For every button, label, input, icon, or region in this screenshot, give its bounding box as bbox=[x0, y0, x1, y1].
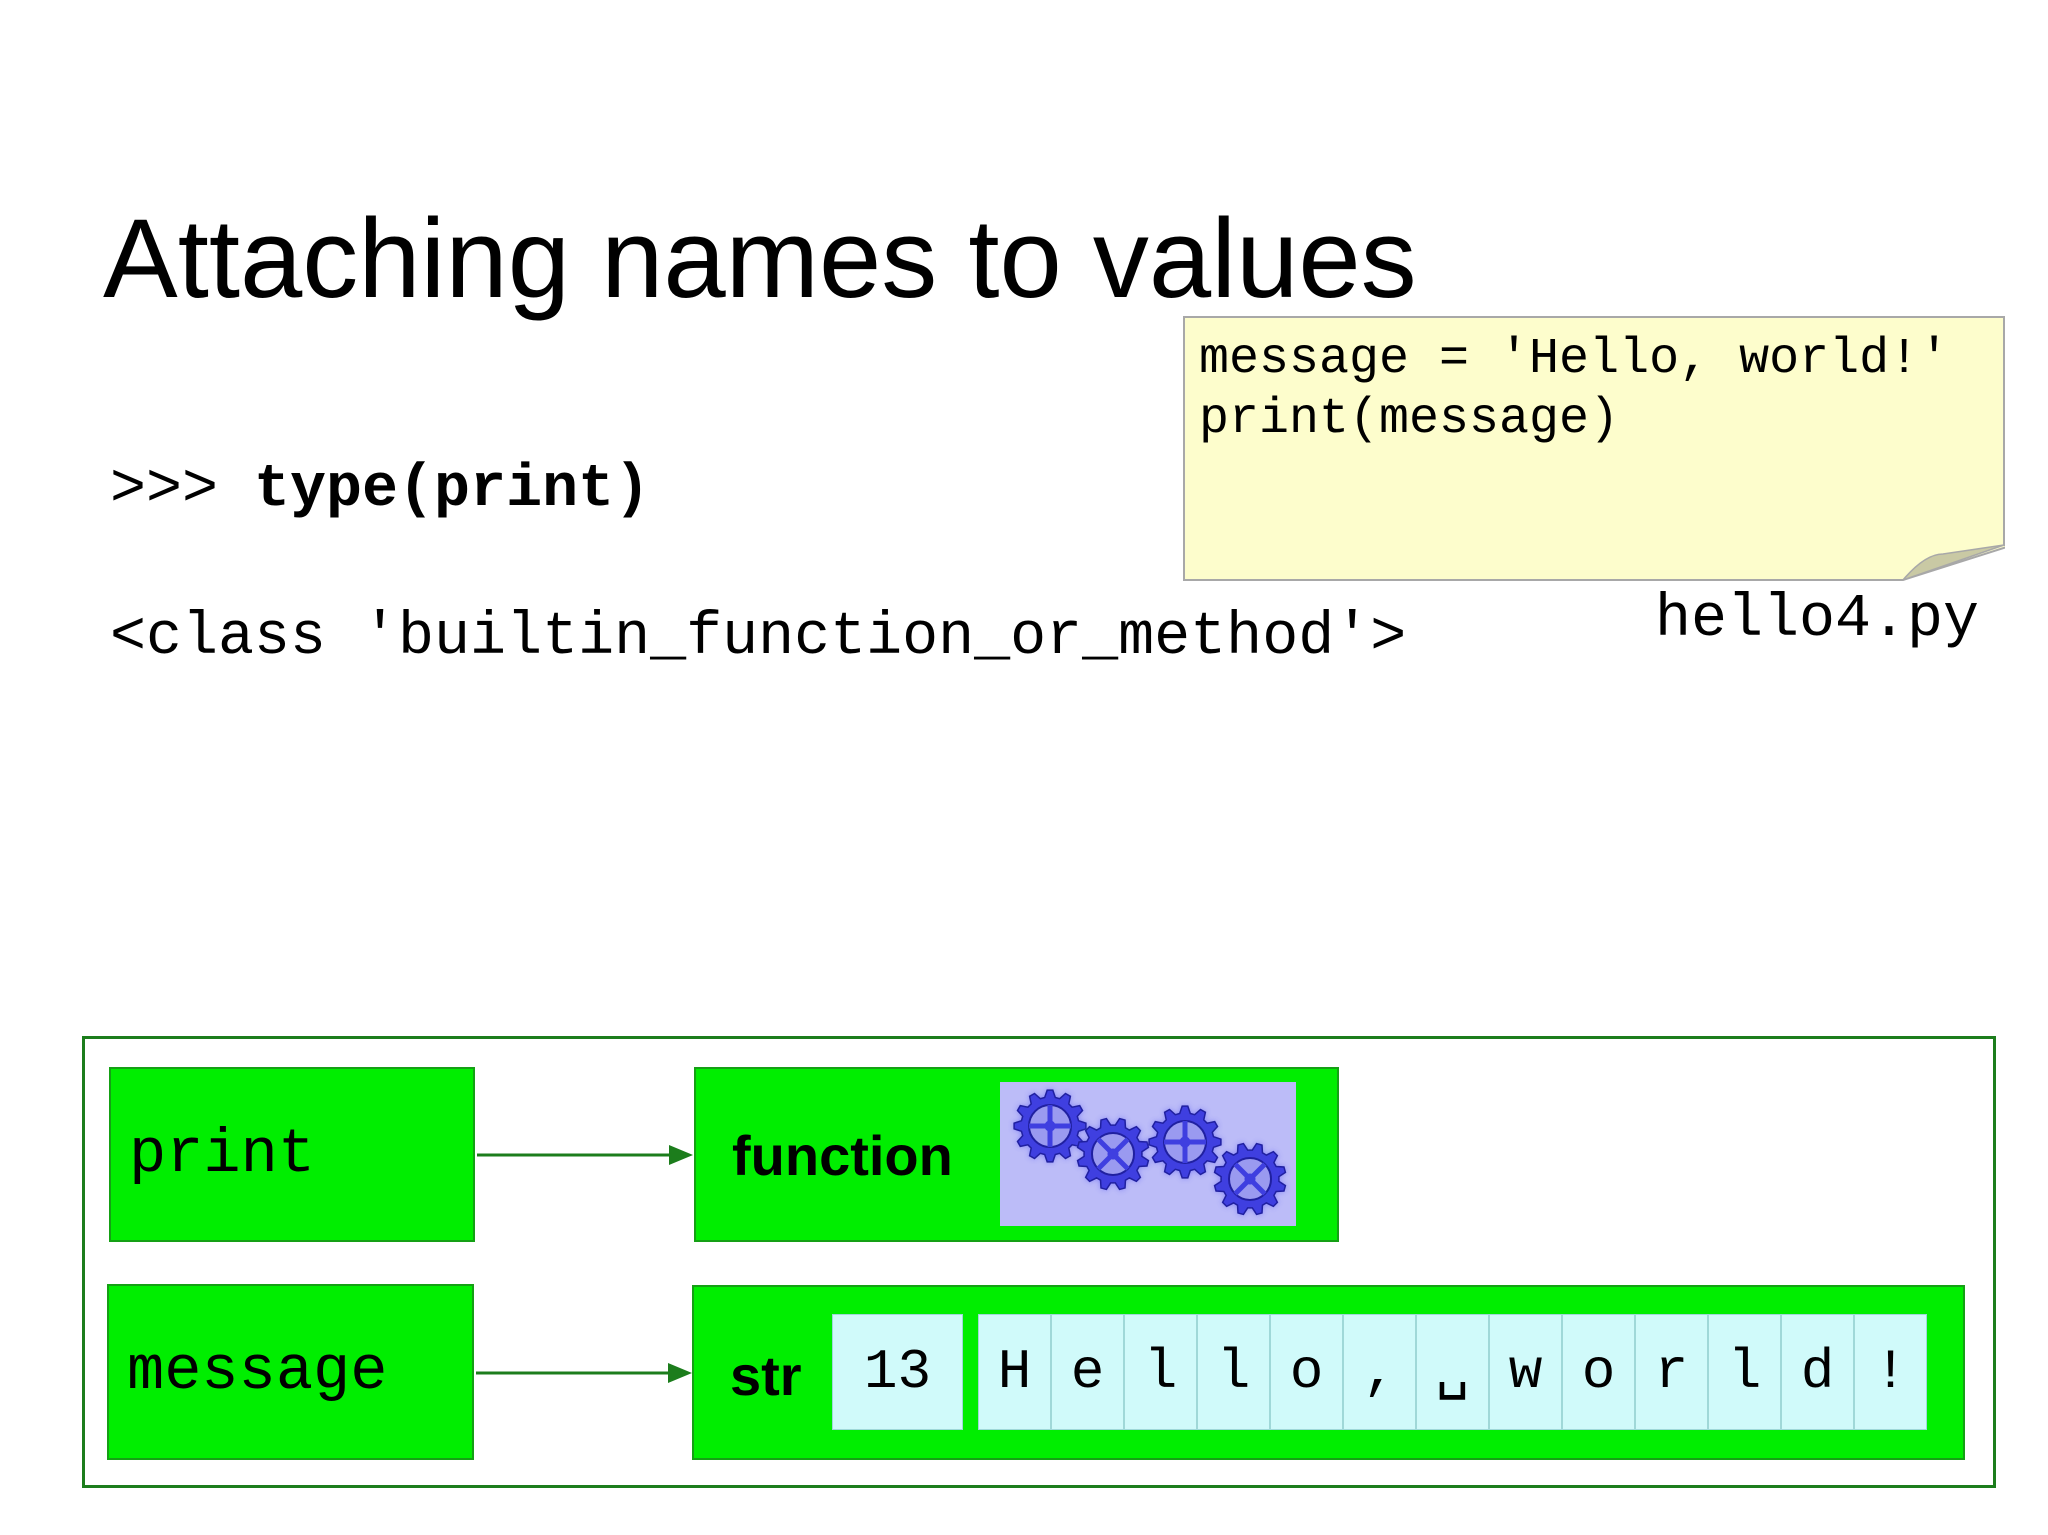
str-char-cell: , bbox=[1343, 1314, 1416, 1430]
str-char-cell: o bbox=[1562, 1314, 1635, 1430]
source-code: message = 'Hello, world!' print(message) bbox=[1199, 330, 1949, 450]
arrow-print-to-function bbox=[477, 1145, 693, 1165]
str-length-cell: 13 bbox=[832, 1314, 963, 1430]
str-char-cell: H bbox=[978, 1314, 1051, 1430]
gear-1 bbox=[1013, 1089, 1087, 1163]
str-char-cell: w bbox=[1489, 1314, 1562, 1430]
repl-prompt: >>> bbox=[110, 456, 255, 524]
source-file-note: message = 'Hello, world!' print(message) bbox=[1183, 316, 2005, 581]
str-char-cell: r bbox=[1635, 1314, 1708, 1430]
name-box-print: print bbox=[109, 1067, 475, 1242]
str-char-cell: l bbox=[1124, 1314, 1197, 1430]
function-type-label: function bbox=[732, 1124, 953, 1187]
gear-4 bbox=[1213, 1142, 1287, 1216]
str-char-cell: l bbox=[1708, 1314, 1781, 1430]
slide-title: Attaching names to values bbox=[103, 196, 1417, 322]
repl-input-line: >>> type(print) bbox=[110, 460, 650, 520]
str-char-cell: l bbox=[1197, 1314, 1270, 1430]
arrow-message-to-str bbox=[476, 1363, 692, 1383]
str-type-label: str bbox=[730, 1344, 802, 1407]
repl-command: type(print) bbox=[254, 456, 651, 524]
code-line-2: print(message) bbox=[1199, 391, 1620, 448]
gear-3 bbox=[1148, 1105, 1222, 1179]
note-paper bbox=[1183, 316, 2005, 581]
gears-icon bbox=[1000, 1082, 1296, 1226]
str-char-cell: o bbox=[1270, 1314, 1343, 1430]
repl-output: <class 'builtin_function_or_method'> bbox=[110, 604, 1407, 672]
name-box-message: message bbox=[107, 1284, 474, 1460]
str-char-cell: d bbox=[1781, 1314, 1854, 1430]
gear-2 bbox=[1076, 1117, 1150, 1191]
code-line-1: message = 'Hello, world!' bbox=[1199, 331, 1950, 388]
file-name: hello4.py bbox=[1655, 586, 1980, 654]
str-char-cell: ! bbox=[1854, 1314, 1927, 1430]
str-char-cell: ␣ bbox=[1416, 1314, 1489, 1430]
str-char-cell: e bbox=[1051, 1314, 1124, 1430]
